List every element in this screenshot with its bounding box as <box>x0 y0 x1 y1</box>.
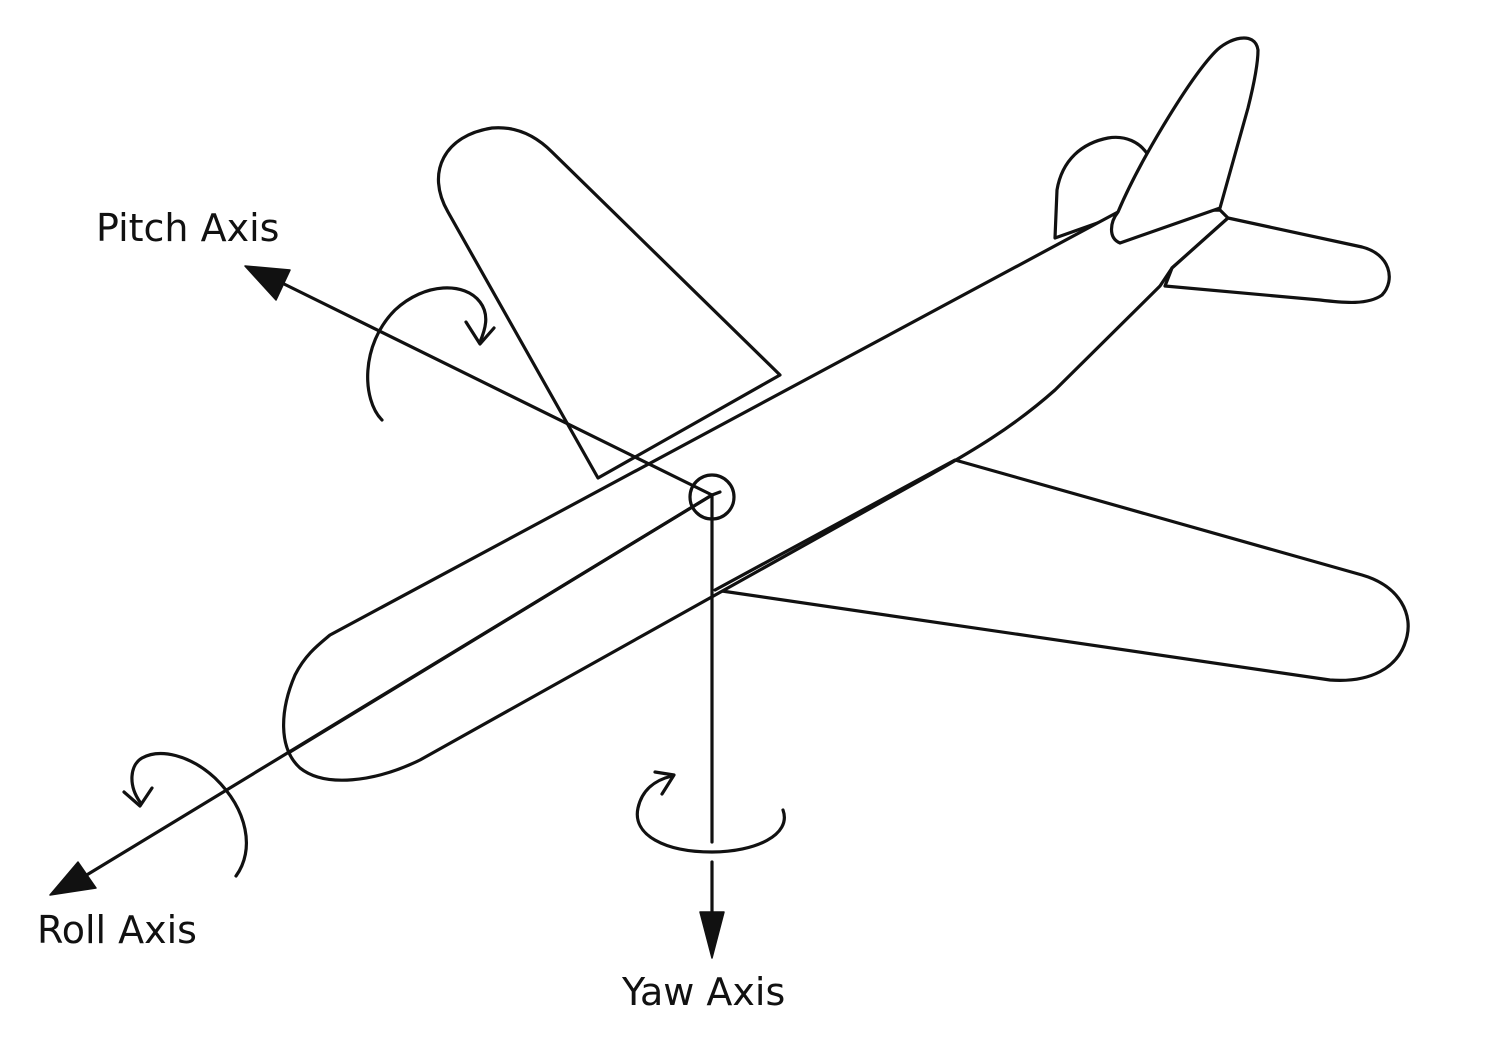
roll-axis-line <box>83 493 714 878</box>
yaw-rotation-arrowhead <box>653 770 676 796</box>
roll-axis-arrowhead <box>49 861 97 896</box>
roll-rotation-arrowhead <box>122 786 154 808</box>
pitch-axis-arrowhead <box>244 265 291 301</box>
yaw-axis-arrowhead <box>699 911 725 959</box>
pitch-rotation-arrow-icon <box>366 286 488 422</box>
yaw-axis-label: Yaw Axis <box>621 970 785 1014</box>
left-stabilizer <box>1053 135 1150 240</box>
pitch-axis-label: Pitch Axis <box>96 206 279 250</box>
right-wing <box>713 458 1410 682</box>
center-of-gravity-marker <box>688 473 736 521</box>
roll-axis-label: Roll Axis <box>37 908 197 952</box>
tail-fin <box>1109 36 1260 245</box>
left-wing <box>436 126 782 480</box>
right-stabilizer <box>1163 216 1391 305</box>
roll-rotation-arrow-icon <box>130 751 249 878</box>
pitch-rotation-arrowhead <box>464 320 496 346</box>
yaw-rotation-arrow-icon <box>635 774 786 854</box>
fuselage <box>282 208 1230 782</box>
pitch-axis-line <box>278 280 714 497</box>
wing-root-line <box>713 458 957 592</box>
